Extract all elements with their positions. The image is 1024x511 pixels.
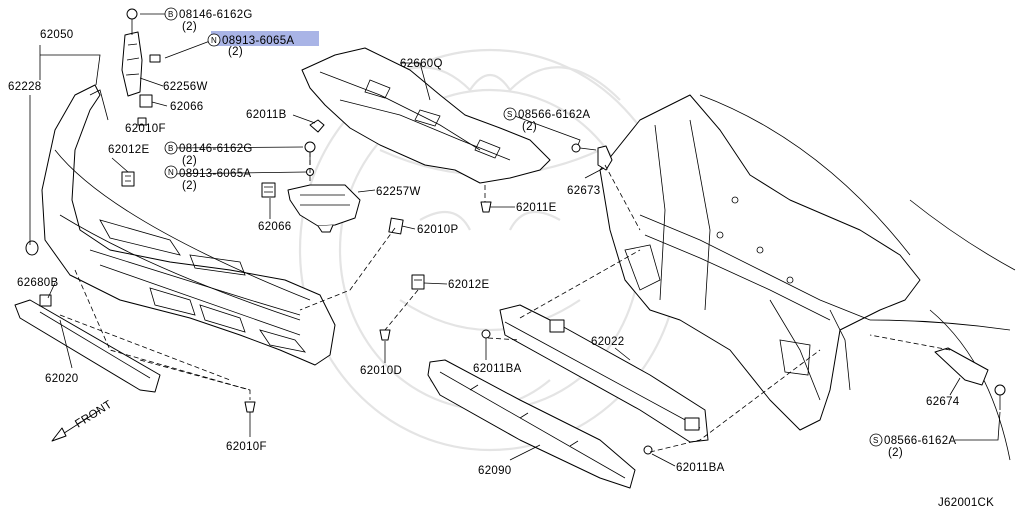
front-direction-arrow: FRONT — [51, 399, 114, 442]
clip-62011b[interactable] — [309, 119, 325, 133]
clip-62012e-left[interactable] — [121, 171, 135, 187]
label-62010f-top[interactable]: 62010F — [125, 123, 166, 135]
label-62012e-left[interactable]: 62012E — [108, 144, 149, 156]
svg-text:S: S — [507, 110, 512, 119]
label-62010d[interactable]: 62010D — [360, 365, 402, 377]
qty-08566-bottom: (2) — [888, 447, 903, 459]
clip-62010p[interactable] — [388, 217, 404, 235]
qty-08146-top: (2) — [182, 21, 197, 33]
label-08146-6162g-mid[interactable]: 08146-6162G — [179, 143, 253, 155]
qty-08146-mid: (2) — [182, 155, 197, 167]
vehicle-front-body-structure — [599, 94, 1016, 461]
symbol-s-bottom: S — [869, 433, 883, 447]
svg-text:N: N — [211, 36, 217, 45]
bracket-62674[interactable] — [934, 347, 989, 386]
clip-62010f-bottom[interactable] — [244, 401, 256, 425]
cap-62228[interactable] — [25, 240, 39, 256]
label-62228[interactable]: 62228 — [8, 81, 41, 93]
label-62660q[interactable]: 62660Q — [400, 58, 443, 70]
diagram-code: J62001CK — [938, 497, 994, 509]
label-08913-6065a-mid[interactable]: 08913-6065A — [179, 168, 251, 180]
clip-62011ba-top[interactable] — [481, 329, 491, 339]
bracket-62673[interactable] — [597, 145, 613, 171]
leader-lines — [29, 13, 1001, 467]
bolt-08566-bottom[interactable] — [994, 384, 1006, 410]
label-08913-6065a-top[interactable]: 08913-6065A — [222, 35, 294, 47]
svg-text:S: S — [873, 436, 878, 445]
label-62010p[interactable]: 62010P — [417, 224, 458, 236]
svg-text:B: B — [168, 144, 173, 153]
clip-62010d[interactable] — [379, 329, 391, 341]
symbol-b-mid: B — [164, 141, 178, 155]
svg-text:B: B — [168, 10, 173, 19]
bolt-08566-top[interactable] — [571, 143, 597, 153]
symbol-s-top: S — [503, 107, 517, 121]
part-number-highlight — [211, 31, 319, 46]
assembly-guide-lines — [59, 152, 951, 453]
lower-lip-62020[interactable] — [14, 299, 161, 393]
energy-absorber-62090[interactable] — [427, 359, 636, 489]
label-62256w[interactable]: 62256W — [163, 81, 208, 93]
reinforcement-62022[interactable] — [499, 304, 709, 443]
label-62011b[interactable]: 62011B — [246, 109, 287, 121]
clip-62011e[interactable] — [480, 201, 492, 213]
label-62020[interactable]: 62020 — [45, 373, 78, 385]
clip-62011ba-bottom[interactable] — [643, 445, 653, 455]
label-62011ba-bottom[interactable]: 62011BA — [676, 462, 725, 474]
pad-62066-mid[interactable] — [261, 182, 276, 198]
upper-cover-62660q[interactable] — [301, 47, 551, 184]
bracket-62257w[interactable] — [287, 184, 361, 233]
front-label: FRONT — [73, 399, 114, 431]
symbol-n-mid: N — [164, 165, 178, 179]
label-62090[interactable]: 62090 — [478, 465, 511, 477]
label-62011ba-top[interactable]: 62011BA — [473, 363, 522, 375]
qty-08913-mid: (2) — [182, 180, 197, 192]
label-62680b[interactable]: 62680B — [17, 277, 58, 289]
bracket-62256w[interactable] — [121, 8, 161, 126]
label-08146-6162g-top[interactable]: 08146-6162G — [179, 9, 253, 21]
label-62010f-bottom[interactable]: 62010F — [226, 441, 267, 453]
symbol-n-top: N — [207, 33, 221, 47]
qty-08913-top: (2) — [228, 46, 243, 58]
label-08566-6162a-top[interactable]: 08566-6162A — [518, 109, 590, 121]
symbol-b-top: B — [164, 7, 178, 21]
label-62022[interactable]: 62022 — [591, 336, 624, 348]
label-62674[interactable]: 62674 — [926, 396, 960, 408]
clip-62680b[interactable] — [39, 294, 52, 307]
label-62011e[interactable]: 62011E — [516, 202, 557, 214]
svg-text:N: N — [168, 168, 174, 177]
label-62066-top[interactable]: 62066 — [170, 101, 203, 113]
qty-08566-top: (2) — [522, 121, 537, 133]
label-08566-6162a-bottom[interactable]: 08566-6162A — [884, 435, 956, 447]
label-62050[interactable]: 62050 — [40, 29, 73, 41]
clip-62012e-right[interactable] — [411, 274, 425, 290]
label-62673[interactable]: 62673 — [567, 185, 600, 197]
label-62012e-right[interactable]: 62012E — [448, 279, 489, 291]
bumper-fascia-62022-assembly[interactable] — [41, 84, 336, 366]
label-62066-mid[interactable]: 62066 — [258, 221, 291, 233]
label-62257w[interactable]: 62257W — [376, 186, 421, 198]
